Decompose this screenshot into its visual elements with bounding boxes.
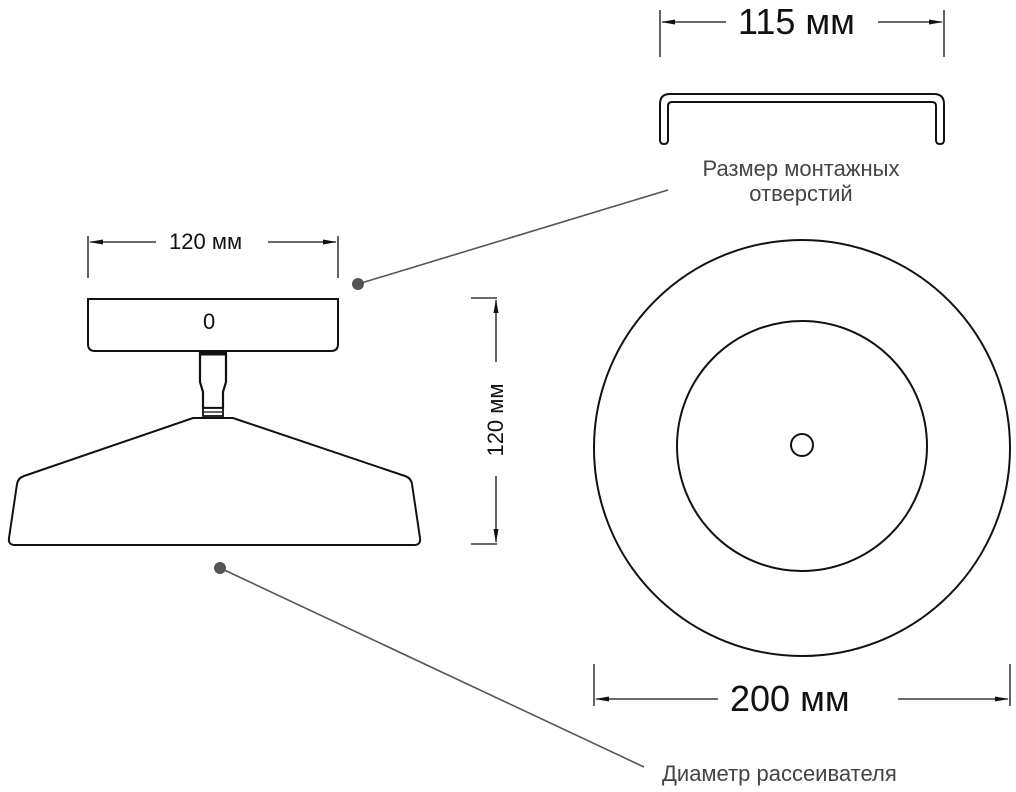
note-diffuser-diameter: Диаметр рассеивателя <box>662 761 897 786</box>
dim-diffuser-diameter: 200 мм <box>730 678 850 719</box>
dim-115-lines <box>659 10 945 57</box>
note-mount-holes: Размер монтажных отверстий <box>670 156 932 207</box>
diffuser-note-leader <box>219 567 645 768</box>
canopy <box>87 298 339 352</box>
note-mount-holes-line2: отверстий <box>749 181 853 207</box>
top-view-outer-circle <box>593 239 1011 657</box>
top-view-inner-circle <box>676 320 928 572</box>
dim-canopy-width-lines <box>87 236 339 278</box>
dim-total-height: 120 мм <box>483 383 508 457</box>
mount-note-leader <box>357 189 669 285</box>
mount-note-dot <box>352 278 364 290</box>
note-mount-holes-line1: Размер монтажных <box>702 156 900 181</box>
diffuser-note-dot <box>214 562 226 574</box>
dim-200-lines <box>593 664 1011 706</box>
dim-height-lines <box>471 297 499 545</box>
top-view-center-hole <box>790 433 814 457</box>
dim-canopy-width: 120 мм <box>169 229 243 254</box>
dim-mount-hole-spacing: 115 мм <box>738 1 855 42</box>
canopy-marking: 0 <box>203 309 216 334</box>
stem <box>198 350 228 417</box>
mounting-bracket <box>659 93 945 146</box>
diffuser-shade <box>7 417 422 546</box>
